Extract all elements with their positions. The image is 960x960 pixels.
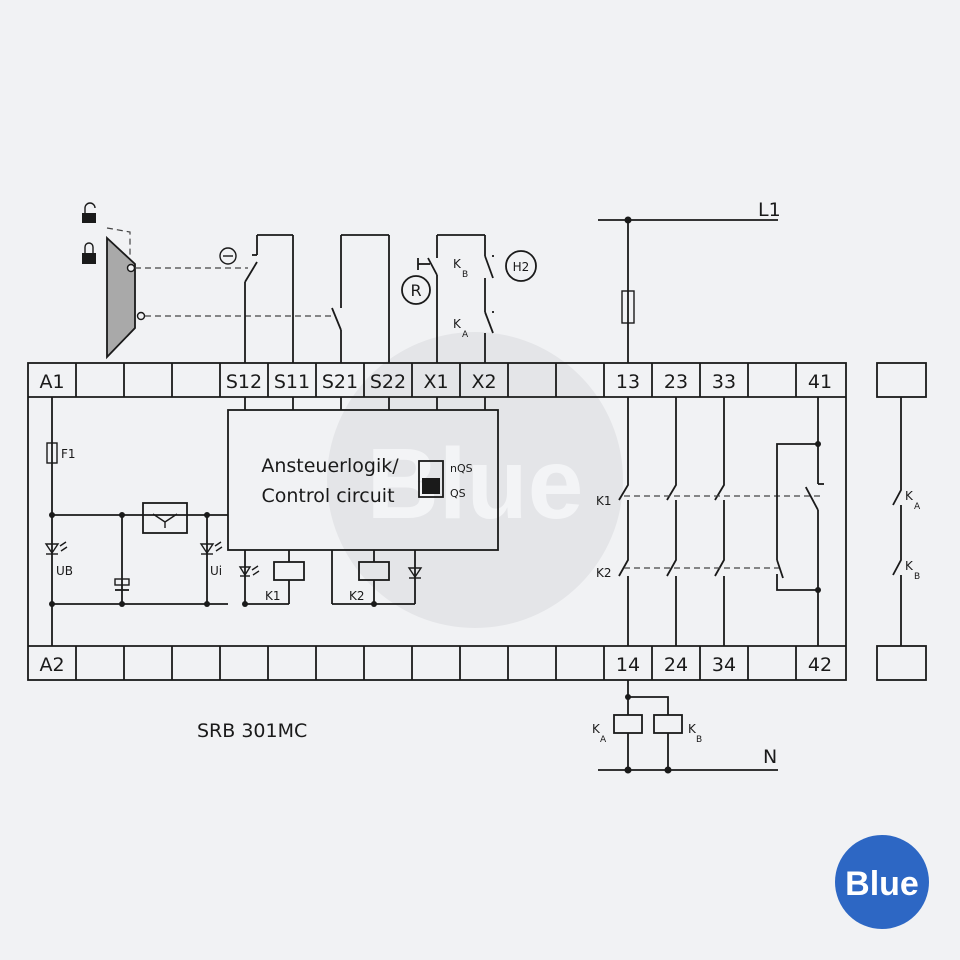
bottom-terminal-a2: A2 bbox=[39, 654, 64, 676]
contact-23-24 bbox=[666, 397, 677, 646]
label-f1: F1 bbox=[61, 447, 76, 461]
external-fuse bbox=[621, 290, 635, 324]
label-ka-top-sub: A bbox=[462, 330, 469, 340]
led-ub-icon bbox=[44, 543, 60, 555]
relay-coils: K1 K2 bbox=[238, 550, 423, 607]
diode-icon bbox=[407, 567, 423, 579]
top-terminal-strip: A1 S12 S11 S21 S22 X1 X2 13 23 33 41 bbox=[39, 363, 832, 397]
top-terminal-x2: X2 bbox=[471, 371, 496, 393]
qs-switch bbox=[418, 460, 444, 498]
coil-ka bbox=[613, 714, 643, 734]
guard-door bbox=[82, 202, 334, 360]
channel-2-contact bbox=[331, 234, 390, 363]
blue-badge-text[interactable]: Blue bbox=[845, 865, 919, 903]
reset-feedback-circuit: R K B K A H2 bbox=[401, 234, 537, 363]
extension-contacts: K A K B bbox=[892, 397, 921, 646]
extension-top-terminal bbox=[876, 362, 927, 398]
power-circuit: F1 UB Ui bbox=[44, 397, 228, 646]
top-terminal-s11: S11 bbox=[274, 371, 310, 393]
label-k2-contacts: K2 bbox=[596, 566, 612, 580]
label-ka-coil-sub: A bbox=[600, 735, 607, 745]
positive-opening-icon bbox=[219, 247, 237, 265]
lock-icon bbox=[82, 253, 96, 264]
led-ui-icon bbox=[199, 543, 215, 555]
label-kb-ext: K bbox=[905, 559, 914, 573]
label-k2-coil: K2 bbox=[349, 589, 365, 603]
watermark-circle bbox=[327, 332, 623, 628]
watermark: Blue bbox=[327, 332, 623, 628]
control-box-line2: Control circuit bbox=[261, 485, 394, 507]
label-kb-ext-sub: B bbox=[914, 572, 920, 582]
model-name: SRB 301MC bbox=[197, 720, 307, 742]
h2-indicator bbox=[505, 250, 537, 282]
qs-switch-knob bbox=[422, 478, 440, 494]
label-ka-coil: K bbox=[592, 722, 601, 736]
label-l1: L1 bbox=[758, 199, 781, 221]
label-ui: Ui bbox=[210, 564, 222, 578]
blue-badge-circle[interactable] bbox=[835, 835, 929, 929]
contact-13-14 bbox=[618, 397, 629, 646]
fuse-f1 bbox=[46, 442, 58, 464]
channel-1-contact bbox=[219, 234, 294, 363]
top-terminal-x1: X1 bbox=[423, 371, 448, 393]
top-terminal-s21: S21 bbox=[322, 371, 358, 393]
bottom-terminal-24: 24 bbox=[664, 654, 688, 676]
extension-bottom-terminal bbox=[876, 645, 927, 681]
label-nqs: nQS bbox=[450, 462, 473, 475]
rectifier-icon bbox=[152, 513, 178, 528]
top-terminal-a1: A1 bbox=[39, 371, 64, 393]
top-terminal-41: 41 bbox=[808, 371, 832, 393]
control-circuit-box bbox=[227, 409, 499, 551]
label-n: N bbox=[763, 746, 777, 768]
label-ka-ext-sub: A bbox=[914, 502, 921, 512]
output-contacts: K1 K2 bbox=[596, 397, 824, 646]
label-qs: QS bbox=[450, 487, 466, 500]
bottom-terminal-42: 42 bbox=[808, 654, 832, 676]
bottom-terminal-34: 34 bbox=[712, 654, 736, 676]
top-terminal-s12: S12 bbox=[226, 371, 262, 393]
top-terminal-33: 33 bbox=[712, 371, 736, 393]
rectifier-block bbox=[142, 502, 188, 534]
blue-badge[interactable]: Blue bbox=[835, 835, 929, 929]
label-ka-top: K bbox=[453, 317, 462, 331]
top-terminal-23: 23 bbox=[664, 371, 688, 393]
unlock-icon bbox=[82, 213, 96, 223]
watermark-text: Blue bbox=[367, 428, 584, 540]
coil-kb bbox=[653, 714, 683, 734]
label-k1-coil: K1 bbox=[265, 589, 281, 603]
top-terminal-13: 13 bbox=[616, 371, 640, 393]
bottom-terminal-14: 14 bbox=[616, 654, 640, 676]
top-terminal-s22: S22 bbox=[370, 371, 406, 393]
label-k1-contacts: K1 bbox=[596, 494, 612, 508]
external-contactors: K A K B N bbox=[592, 680, 778, 774]
l1-supply: L1 bbox=[598, 199, 781, 363]
label-kb-top-sub: B bbox=[462, 270, 468, 280]
guard-actuator bbox=[106, 235, 136, 360]
label-kb-top: K bbox=[453, 257, 462, 271]
bottom-terminal-strip: A2 14 24 34 42 bbox=[39, 646, 832, 680]
contact-33-34 bbox=[714, 397, 725, 646]
control-box-line1: Ansteuerlogik/ bbox=[261, 455, 399, 477]
label-kb-coil: K bbox=[688, 722, 697, 736]
label-h2: H2 bbox=[513, 260, 530, 274]
label-ka-ext: K bbox=[905, 489, 914, 503]
reset-circle bbox=[401, 275, 431, 305]
label-ub: UB bbox=[56, 564, 73, 578]
label-r: R bbox=[410, 281, 421, 300]
capacitor-icon bbox=[114, 578, 130, 586]
label-kb-coil-sub: B bbox=[696, 735, 702, 745]
coil-k1 bbox=[273, 561, 305, 581]
control-input-stubs bbox=[244, 397, 486, 410]
